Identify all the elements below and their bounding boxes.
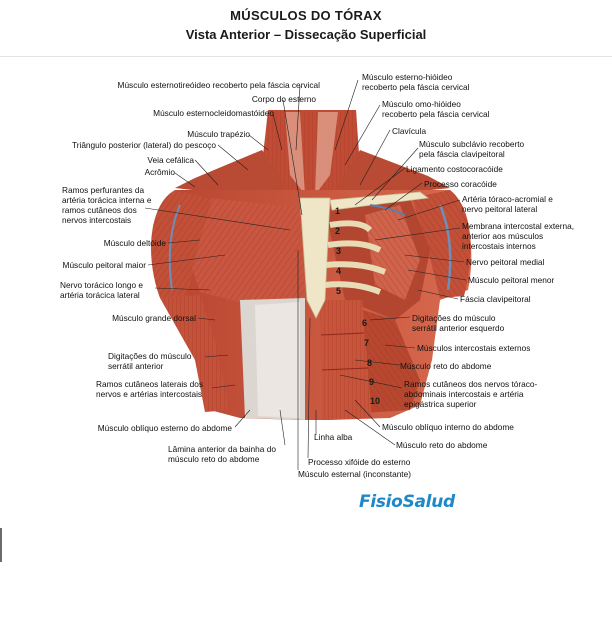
label-intercostal-membrane-3: intercostais internos xyxy=(462,241,536,251)
label-linea-alba: Linha alba xyxy=(314,432,353,442)
label-internal-oblique: Músculo oblíquo interno do abdome xyxy=(382,422,514,432)
label-deltoid: Músculo deltóide xyxy=(103,238,166,248)
label-external-intercostals: Músculos intercostais externos xyxy=(417,343,531,353)
label-rectus-abdominis-2: Músculo reto do abdome xyxy=(396,440,488,450)
label-sternum-body: Corpo do esterno xyxy=(251,94,316,104)
rib-number-8: 8 xyxy=(367,358,373,368)
rib-number-3: 3 xyxy=(336,246,342,256)
label-thoracoacromial-1: Artéria tóraco-acromial e xyxy=(462,194,553,204)
label-rectus-sheath-1: Lâmina anterior da bainha do xyxy=(168,444,276,454)
label-cephalic-vein: Veia cefálica xyxy=(147,155,194,165)
right-rectus-abdominis xyxy=(320,300,372,420)
rib-number-5: 5 xyxy=(336,286,342,296)
label-rectus-sheath-2: músculo reto do abdome xyxy=(168,454,260,464)
rib-number-10: 10 xyxy=(370,396,381,406)
label-serratus-2: serrátil anterior xyxy=(108,361,164,371)
rib-number-1: 1 xyxy=(335,206,341,216)
label-costocoracoid: Ligamento costocoracóide xyxy=(406,164,503,174)
label-acromion: Acrômio xyxy=(144,167,175,177)
label-serratus-left-2: serrátil anterior esquerdo xyxy=(412,323,505,333)
label-intercostal-membrane-1: Membrana intercostal externa, xyxy=(462,221,575,231)
rib-number-2: 2 xyxy=(335,226,341,236)
label-rectus-abdominis-1: Músculo reto do abdome xyxy=(400,361,492,371)
page-subtitle: Vista Anterior – Dissecação Superficial xyxy=(185,27,427,42)
label-perforating-2: artéria torácica interna e xyxy=(62,195,152,205)
rib-number-4: 4 xyxy=(336,266,342,276)
label-pectoralis-major: Músculo peitoral maior xyxy=(62,260,146,270)
label-sternocleidomastoid: Músculo esternocleidomastóideo xyxy=(153,108,274,118)
label-perforating-1: Ramos perfurantes da xyxy=(62,185,145,195)
brand-logo: FisioSalud xyxy=(359,492,455,512)
label-clavicle: Clavícula xyxy=(392,126,427,136)
neck-muscles xyxy=(262,110,360,200)
label-serratus-left-1: Digitações do músculo xyxy=(412,313,496,323)
left-rectus-sheath xyxy=(240,298,305,420)
rib-number-7: 7 xyxy=(364,338,370,348)
label-long-thoracic-2: artéria torácica lateral xyxy=(60,290,140,300)
label-coracoid: Processo coracóide xyxy=(424,179,497,189)
label-medial-pectoral-nerve: Nervo peitoral medial xyxy=(466,257,545,267)
page-header: MÚSCULOS DO TÓRAX Vista Anterior – Disse… xyxy=(0,0,612,57)
thoraco-acromial-artery xyxy=(369,204,406,216)
label-thoracoacromial-2: nervo peitoral lateral xyxy=(462,204,538,214)
label-serratus-1: Digitações do músculo xyxy=(108,351,192,361)
label-lateral-cutaneous-2: nervos e artérias intercostais xyxy=(96,389,203,399)
label-thoracoabdominal-1: Ramos cutâneos dos nervos tóraco- xyxy=(404,379,538,389)
label-sternohyoid-1: Músculo esterno-hióideo xyxy=(362,72,453,82)
rib-number-6: 6 xyxy=(362,318,368,328)
label-omohyoid-1: Músculo omo-hióideo xyxy=(382,99,461,109)
rib-number-9: 9 xyxy=(369,377,375,387)
label-intercostal-membrane-2: anterior aos músculos xyxy=(462,231,544,241)
label-long-thoracic-1: Nervo torácico longo e xyxy=(60,280,144,290)
label-sternohyoid-2: recoberto pela fáscia cervical xyxy=(362,82,470,92)
label-trapezius: Músculo trapézio xyxy=(187,129,250,139)
label-thoracoabdominal-2: abdominais intercostais e artéria xyxy=(404,389,524,399)
label-clavipectoral-fascia: Fáscia clavipeitoral xyxy=(460,294,531,304)
label-pectoralis-minor: Músculo peitoral menor xyxy=(468,275,555,285)
left-pectoralis-major xyxy=(192,198,305,310)
label-sternalis: Músculo esternal (inconstante) xyxy=(298,469,411,479)
label-sternothyroid: Músculo esternotireóideo recoberto pela … xyxy=(117,80,320,90)
page-title: MÚSCULOS DO TÓRAX xyxy=(230,8,382,23)
label-omohyoid-2: recoberto pela fáscia cervical xyxy=(382,109,490,119)
right-pectoralis-minor xyxy=(325,198,430,320)
label-thoracoabdominal-3: epigástrica superior xyxy=(404,399,477,409)
label-xiphoid: Processo xifóide do esterno xyxy=(308,457,411,467)
label-lateral-cutaneous-1: Ramos cutâneos laterais dos xyxy=(96,379,203,389)
sternum xyxy=(299,197,331,319)
label-perforating-3: ramos cutâneos dos xyxy=(62,205,137,215)
cephalic-vein xyxy=(168,204,452,291)
label-external-oblique: Músculo oblíquo esterno do abdome xyxy=(97,423,232,433)
left-edge-marker xyxy=(0,528,2,562)
label-latissimus: Músculo grande dorsal xyxy=(112,313,196,323)
label-perforating-4: nervos intercostais xyxy=(62,215,132,225)
label-posterior-triangle: Triângulo posterior (lateral) do pescoço xyxy=(71,140,216,150)
leader-lines xyxy=(144,79,467,470)
left-latissimus xyxy=(160,295,230,412)
left-deltoid xyxy=(151,190,215,300)
right-deltoid xyxy=(412,190,471,298)
label-subclavius-2: pela fáscia clavipeitoral xyxy=(419,149,505,159)
label-subclavius-1: Músculo subclávio recoberto xyxy=(419,139,525,149)
